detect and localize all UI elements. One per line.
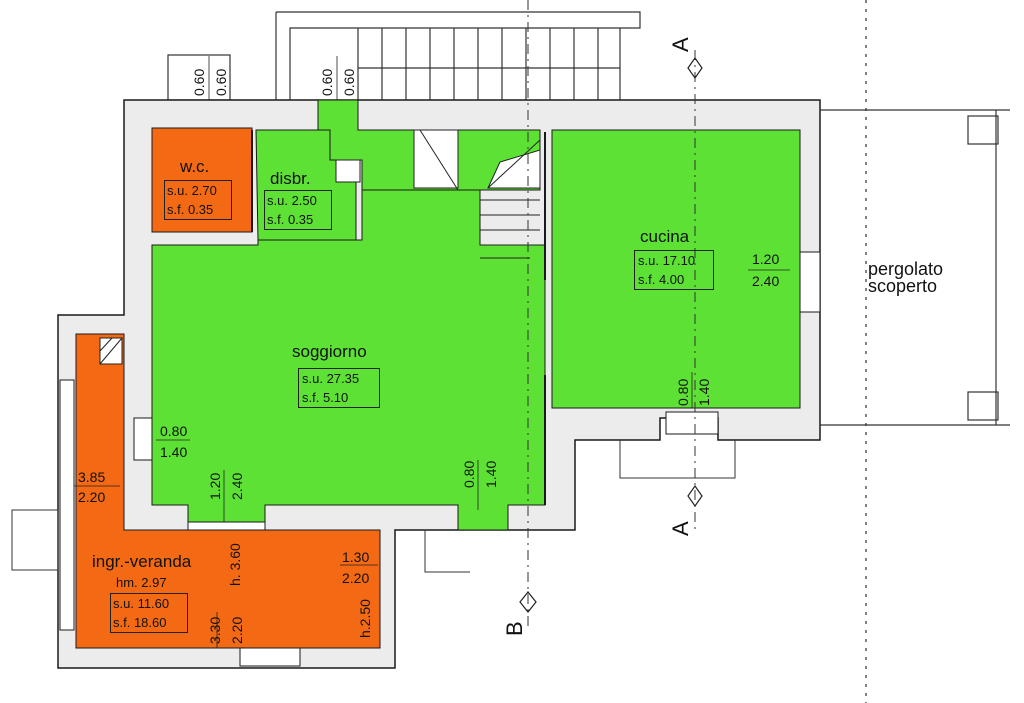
pergolato-line1: pergolato [868, 259, 944, 279]
partitions [251, 130, 546, 505]
ver-left-a: 3.85 [78, 469, 106, 485]
pergolato [820, 0, 1010, 703]
wc-su: s.u. 2.70 [167, 183, 217, 198]
veranda-detail [99, 337, 123, 365]
ver-right-b: 2.20 [342, 570, 370, 586]
wc-sf: s.f. 0.35 [167, 202, 214, 217]
soggiorno-name: soggiorno [292, 342, 367, 361]
cucina-bot-b: 1.40 [696, 378, 712, 406]
section-a-top: A [668, 37, 693, 52]
disbr-sf: s.f. 0.35 [267, 212, 314, 227]
veranda-hm: hm. 2.97 [116, 575, 167, 590]
external-stair [167, 11, 641, 101]
sogg-bot-b: 2.40 [229, 472, 245, 500]
ver-right-a: 1.30 [342, 549, 370, 565]
section-lines [527, 0, 696, 630]
cucina-win-a: 1.20 [752, 251, 780, 267]
ver-h1: h. 3.60 [227, 543, 243, 586]
veranda-steps [11, 440, 736, 573]
disbr-area-box [264, 190, 332, 230]
disbr-name: disbr. [270, 169, 311, 188]
sogg-left-b: 1.40 [160, 444, 188, 460]
stair-top-b: 0.60 [341, 68, 357, 96]
cucina-win-b: 2.40 [752, 273, 780, 289]
stair-top-a: 0.60 [319, 68, 335, 96]
cucina-area-box [634, 250, 714, 290]
ver-left-b: 2.20 [78, 489, 106, 505]
cucina-name: cucina [640, 227, 690, 246]
sogg-left-a: 0.80 [160, 423, 188, 439]
disbr-su: s.u. 2.50 [267, 193, 317, 208]
ver-bot-b: 2.20 [229, 616, 245, 644]
cucina-bot-a: 0.80 [675, 378, 691, 406]
section-a-bottom: A [668, 521, 693, 536]
cucina-sf: s.f. 4.00 [638, 272, 685, 287]
section-arrows [519, 56, 703, 613]
soggiorno-sf: s.f. 5.10 [302, 390, 349, 405]
section-b: B [502, 621, 527, 636]
wc-area-box [164, 180, 232, 220]
veranda-su: s.u. 11.60 [113, 596, 170, 611]
wc-name: w.c. [180, 157, 210, 176]
sogg-door-b: 1.40 [483, 460, 499, 488]
wc-top-a: 0.60 [191, 68, 207, 96]
pergolato-line2: scoperto [868, 276, 938, 296]
cucina-su: s.u. 17.10 [638, 253, 696, 268]
ver-bot-a: 3.30 [207, 616, 223, 644]
dimension-lines [74, 56, 790, 648]
soggiorno-area-box [298, 368, 380, 408]
sogg-door-a: 0.80 [461, 460, 477, 488]
veranda-sf: s.f. 18.60 [113, 615, 167, 630]
veranda-area-box [110, 593, 188, 633]
ver-h2: h.2.50 [357, 599, 373, 638]
sogg-bot-a: 1.20 [207, 472, 223, 500]
openings [59, 251, 821, 667]
wc-top-b: 0.60 [213, 68, 229, 96]
veranda-name: ingr.-veranda [92, 552, 192, 571]
soggiorno-su: s.u. 27.35 [302, 371, 360, 386]
interior-stair [335, 129, 541, 259]
